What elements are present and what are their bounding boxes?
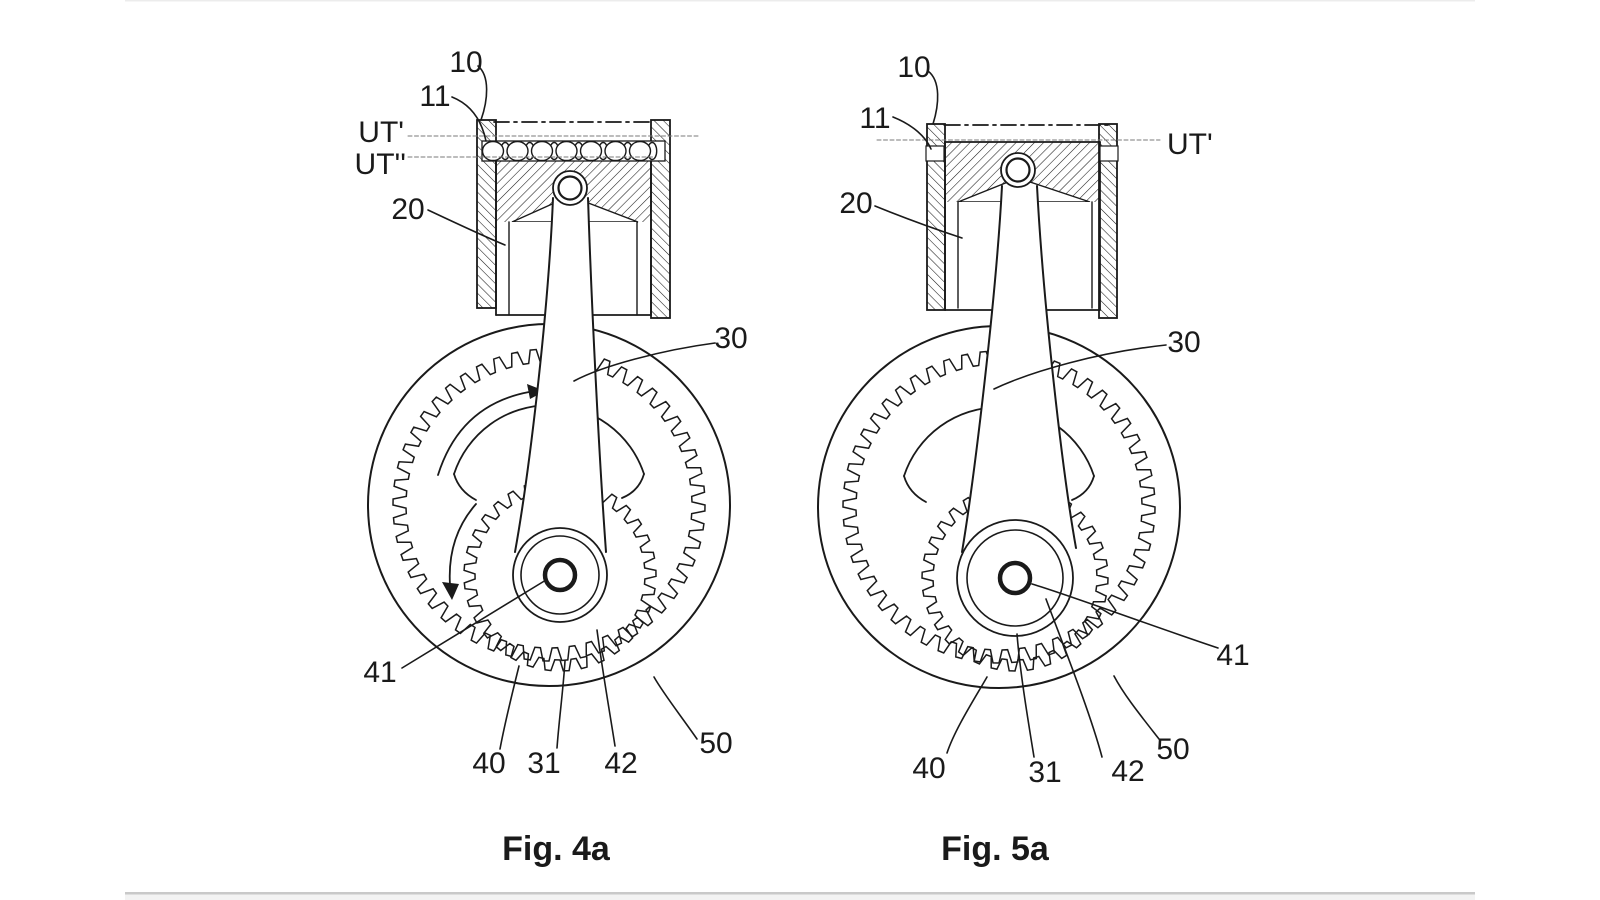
pin-bore (1005, 157, 1031, 183)
connecting-rod (515, 198, 606, 552)
leader-31 (556, 660, 566, 749)
label-11: 11 (859, 102, 890, 135)
rod-edge-right (587, 197, 607, 553)
leader-40 (499, 665, 520, 750)
label-11: 11 (419, 80, 450, 113)
pin-bore (557, 175, 583, 201)
rolling-ball (530, 140, 554, 162)
figure-4a: 10 11 UT' UT'' 20 30 41 40 31 42 50 Fig.… (355, 46, 748, 868)
label-40: 40 (912, 752, 945, 785)
label-40: 40 (472, 747, 505, 780)
label-42: 42 (604, 747, 637, 780)
label-41: 41 (1216, 639, 1249, 672)
rod-edge-left (514, 197, 554, 553)
leader-50 (1113, 675, 1160, 740)
figure-5a: 10 11 UT' 20 30 41 40 31 42 50 Fig. 5a (817, 51, 1250, 868)
label-50: 50 (1156, 733, 1189, 766)
rotation-arrow-ring (437, 384, 545, 476)
rolling-ball (579, 140, 603, 162)
crank-pin-hub (542, 557, 578, 593)
scan-bottom-edge (125, 892, 1475, 895)
rolling-ball (555, 140, 578, 162)
label-31: 31 (527, 747, 560, 780)
label-10: 10 (897, 51, 930, 84)
leader-40 (946, 676, 988, 754)
ring-groove-left (925, 145, 945, 162)
ring-groove-right (1099, 145, 1119, 162)
leader-20 (874, 205, 963, 239)
rotation-arrow-planet (442, 503, 477, 600)
leader-10 (477, 65, 488, 121)
scan-top-edge (125, 0, 1475, 2)
figure-caption: Fig. 4a (502, 830, 611, 868)
cylinder-right-wall (1098, 123, 1118, 319)
leader-42 (596, 629, 616, 747)
label-ut-prime: UT' (358, 116, 404, 149)
label-42: 42 (1111, 755, 1144, 788)
ring-gear-teeth (842, 350, 1156, 664)
rod-edge-left (961, 185, 1003, 553)
label-ut-prime: UT' (1167, 128, 1213, 161)
leader-30 (993, 344, 1167, 390)
crank-pin-hub (997, 560, 1033, 596)
rolling-ball (481, 140, 505, 162)
leader-10 (927, 70, 939, 125)
leader-lines (401, 65, 716, 750)
leader-41 (401, 579, 547, 669)
leader-41 (1031, 583, 1219, 649)
big-end-bearing-inner (520, 535, 600, 615)
leader-50 (653, 676, 698, 740)
big-end-bearing-inner (966, 529, 1064, 627)
leader-lines (874, 70, 1219, 758)
leader-11 (892, 116, 932, 150)
label-30: 30 (1167, 326, 1200, 359)
planet-gear-teeth (463, 478, 657, 672)
connecting-rod (962, 186, 1076, 552)
rolling-ball (506, 140, 529, 162)
rolling-ball (604, 140, 627, 162)
leader-30 (573, 342, 716, 382)
label-10: 10 (449, 46, 482, 79)
arrowhead (527, 384, 545, 399)
arrowhead (442, 582, 459, 600)
leader-42 (1045, 598, 1103, 758)
leader-20 (427, 209, 506, 246)
label-50: 50 (699, 727, 732, 760)
label-30: 30 (714, 322, 747, 355)
label-20: 20 (839, 187, 872, 220)
figure-caption: Fig. 5a (941, 830, 1050, 868)
label-41: 41 (363, 656, 396, 689)
ring-gear-teeth (392, 348, 706, 662)
rod-edge-right (1036, 185, 1077, 549)
label-ut-double-prime: UT'' (355, 148, 406, 181)
ball-row (481, 140, 658, 162)
leader-11 (451, 96, 487, 142)
planet-gear-teeth (921, 484, 1109, 672)
scan-bottom-margin (125, 894, 1475, 900)
rolling-ball (628, 140, 652, 162)
label-31: 31 (1028, 756, 1061, 789)
label-20: 20 (391, 193, 424, 226)
leader-31 (1016, 633, 1035, 758)
